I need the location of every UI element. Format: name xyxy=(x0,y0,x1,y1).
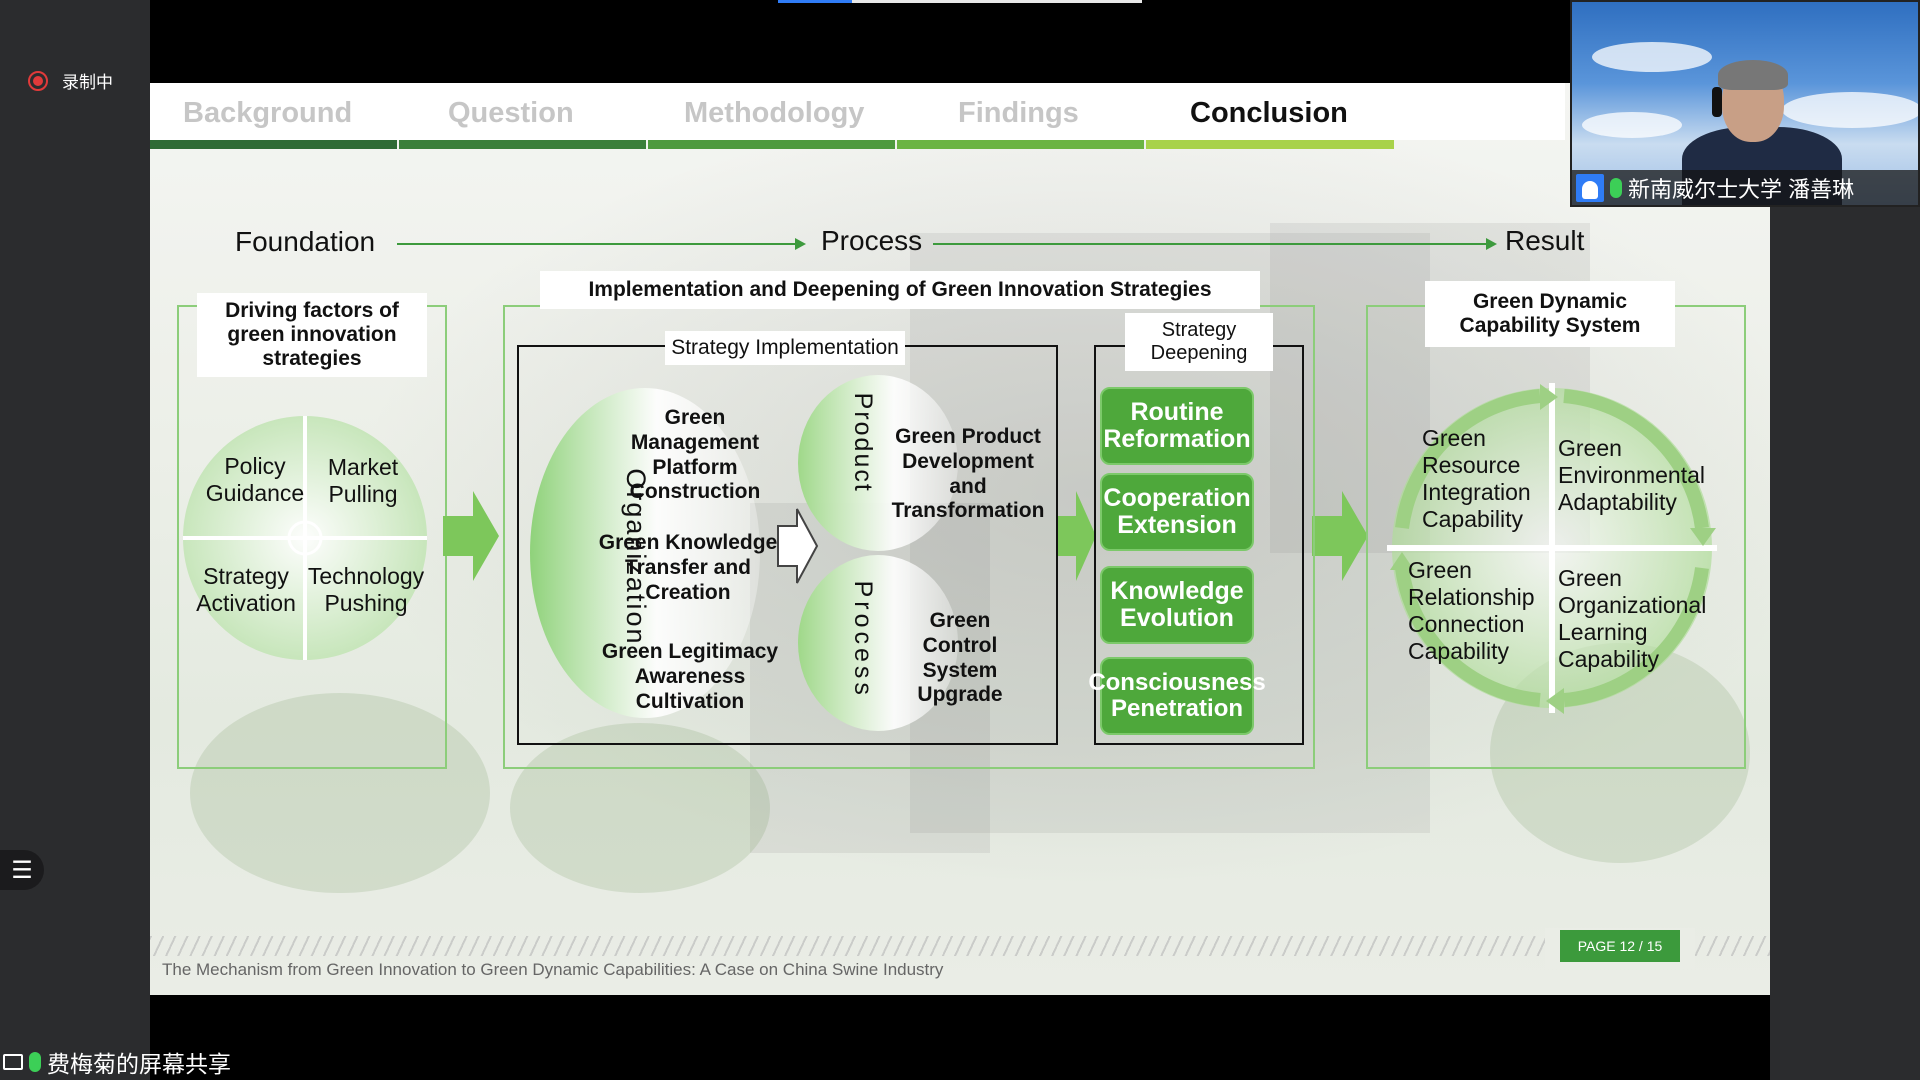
process-label: Process xyxy=(848,580,877,699)
capability-environmental-adaptability: Green Environmental Adaptability xyxy=(1558,435,1706,516)
recording-indicator[interactable]: 录制中 xyxy=(28,68,113,93)
webcam-video[interactable]: 新南威尔士大学 潘善琳 xyxy=(1570,0,1920,207)
nav-bar-methodology xyxy=(648,140,895,149)
nav-tab-background: Background xyxy=(183,97,353,129)
strategy-deepening-title: Strategy Deepening xyxy=(1125,313,1273,371)
left-panel xyxy=(0,0,150,1080)
user-icon xyxy=(1576,174,1604,202)
quadrant-strategy-activation: Strategy Activation xyxy=(196,563,296,617)
nav-tab-conclusion: Conclusion xyxy=(1190,97,1348,129)
nav-tab-findings: Findings xyxy=(958,97,1079,129)
microphone-icon xyxy=(1610,178,1622,198)
share-progress-indicator xyxy=(778,0,852,3)
flow-arrow-icon xyxy=(1056,491,1096,581)
footer-hatch-pattern xyxy=(150,936,1770,956)
organization-item-platform: Green Management Platform Construction xyxy=(629,406,761,504)
stage-foundation: Foundation xyxy=(235,226,376,257)
stage-process: Process xyxy=(821,225,923,256)
arrowhead-icon xyxy=(1486,238,1497,250)
nav-bar-conclusion xyxy=(1146,140,1394,149)
speaker-name: 新南威尔士大学 潘善琳 xyxy=(1628,177,1855,202)
nav-tab-question: Question xyxy=(448,97,574,129)
share-progress-track xyxy=(852,0,1142,3)
deepening-cooperation-extension: Cooperation Extension xyxy=(1100,473,1254,551)
organization-item-legitimacy: Green Legitimacy Awareness Cultivation xyxy=(601,640,779,713)
list-menu-button[interactable]: ☰ xyxy=(0,850,44,890)
deepening-routine-reformation: Routine Reformation xyxy=(1100,387,1254,465)
page-indicator: PAGE 12 / 15 xyxy=(1560,930,1680,962)
list-icon: ☰ xyxy=(11,856,33,884)
nav-tab-methodology: Methodology xyxy=(684,97,865,129)
quadrant-technology-pushing: Technology Pushing xyxy=(307,563,425,617)
capability-resource-integration: Green Resource Integration Capability xyxy=(1422,425,1531,533)
stage-result: Result xyxy=(1505,225,1585,256)
screen-share-icon xyxy=(3,1054,23,1070)
result-title: Green Dynamic Capability System xyxy=(1425,281,1675,347)
webcam-name-bar: 新南威尔士大学 潘善琳 xyxy=(1572,170,1918,205)
process-title: Implementation and Deepening of Green In… xyxy=(540,271,1260,309)
nav-bar-findings xyxy=(897,140,1144,149)
flow-arrow-icon xyxy=(1312,491,1368,581)
strategy-implementation-title: Strategy Implementation xyxy=(665,331,905,365)
screen-share-label: 费梅菊的屏幕共享 xyxy=(47,1051,231,1077)
capability-cycle-diagram xyxy=(1387,383,1717,714)
slide-header xyxy=(150,83,1565,140)
screen-share-indicator: 费梅菊的屏幕共享 xyxy=(0,1045,231,1079)
deepening-knowledge-evolution: Knowledge Evolution xyxy=(1100,566,1254,644)
capability-organizational-learning: Green Organizational Learning Capability xyxy=(1558,565,1707,673)
process-item: Green Control System Upgrade xyxy=(917,609,1003,707)
nav-bar-background xyxy=(150,140,397,149)
arrowhead-icon xyxy=(795,238,806,250)
slide-footer-title: The Mechanism from Green Innovation to G… xyxy=(162,960,944,979)
record-icon xyxy=(28,70,48,91)
capability-relationship-connection: Green Relationship Connection Capability xyxy=(1408,557,1535,665)
presentation-slide: Background Question Methodology Findings… xyxy=(150,83,1770,995)
product-item: Green Product Development and Transforma… xyxy=(891,425,1045,523)
microphone-icon xyxy=(29,1052,41,1072)
organization-item-knowledge: Green Knowledge Transfer and Creation xyxy=(598,531,778,604)
flow-arrow-icon xyxy=(443,491,499,581)
quadrant-market-pulling: Market Pulling xyxy=(327,454,399,508)
foundation-quadrant-diagram xyxy=(183,416,427,660)
deepening-consciousness-penetration: Consciousness Penetration xyxy=(1088,657,1266,735)
organization-ellipse xyxy=(530,388,760,718)
foundation-title: Driving factors of green innovation stra… xyxy=(197,293,427,377)
product-process-ellipses xyxy=(798,375,958,731)
speaker-hair xyxy=(1718,60,1788,90)
arrow-foundation-process xyxy=(397,243,797,245)
recording-label: 录制中 xyxy=(62,73,113,92)
nav-bar-question xyxy=(399,140,646,149)
headset-icon xyxy=(1712,87,1722,117)
arrow-process-result xyxy=(933,243,1488,245)
quadrant-policy-guidance: Policy Guidance xyxy=(205,453,305,507)
white-arrow-icon xyxy=(777,508,819,584)
product-label: Product xyxy=(848,392,877,493)
